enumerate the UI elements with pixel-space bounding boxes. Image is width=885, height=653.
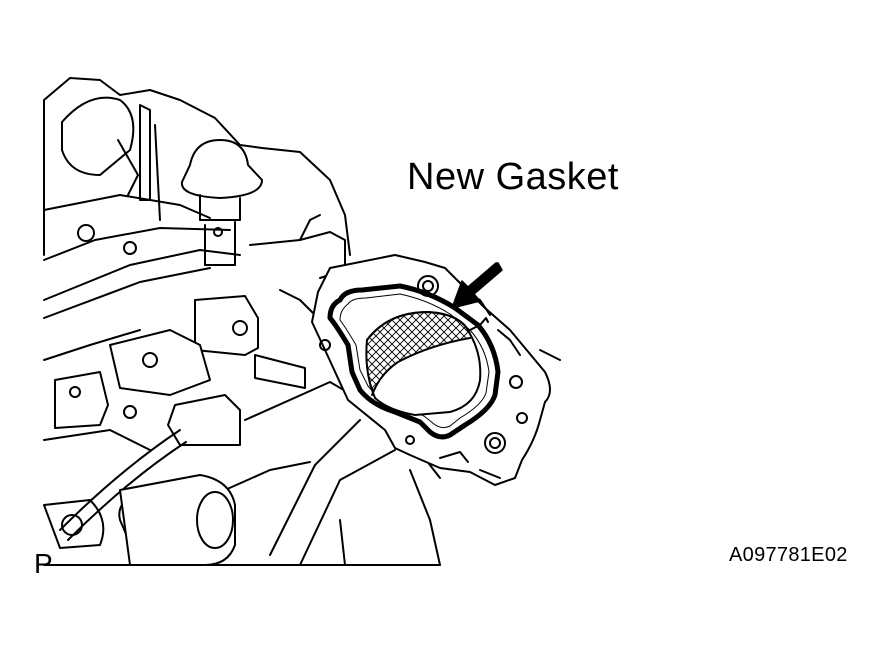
corner-mark: P xyxy=(34,548,53,579)
gasket xyxy=(327,283,501,440)
valve-component xyxy=(180,139,263,266)
throttle-bore xyxy=(365,311,482,416)
connector-cluster xyxy=(43,295,306,541)
callout-label: New Gasket xyxy=(407,156,619,198)
arrow-icon xyxy=(451,262,503,309)
engine-block xyxy=(43,77,351,361)
figure-id: A097781E02 xyxy=(729,544,848,566)
